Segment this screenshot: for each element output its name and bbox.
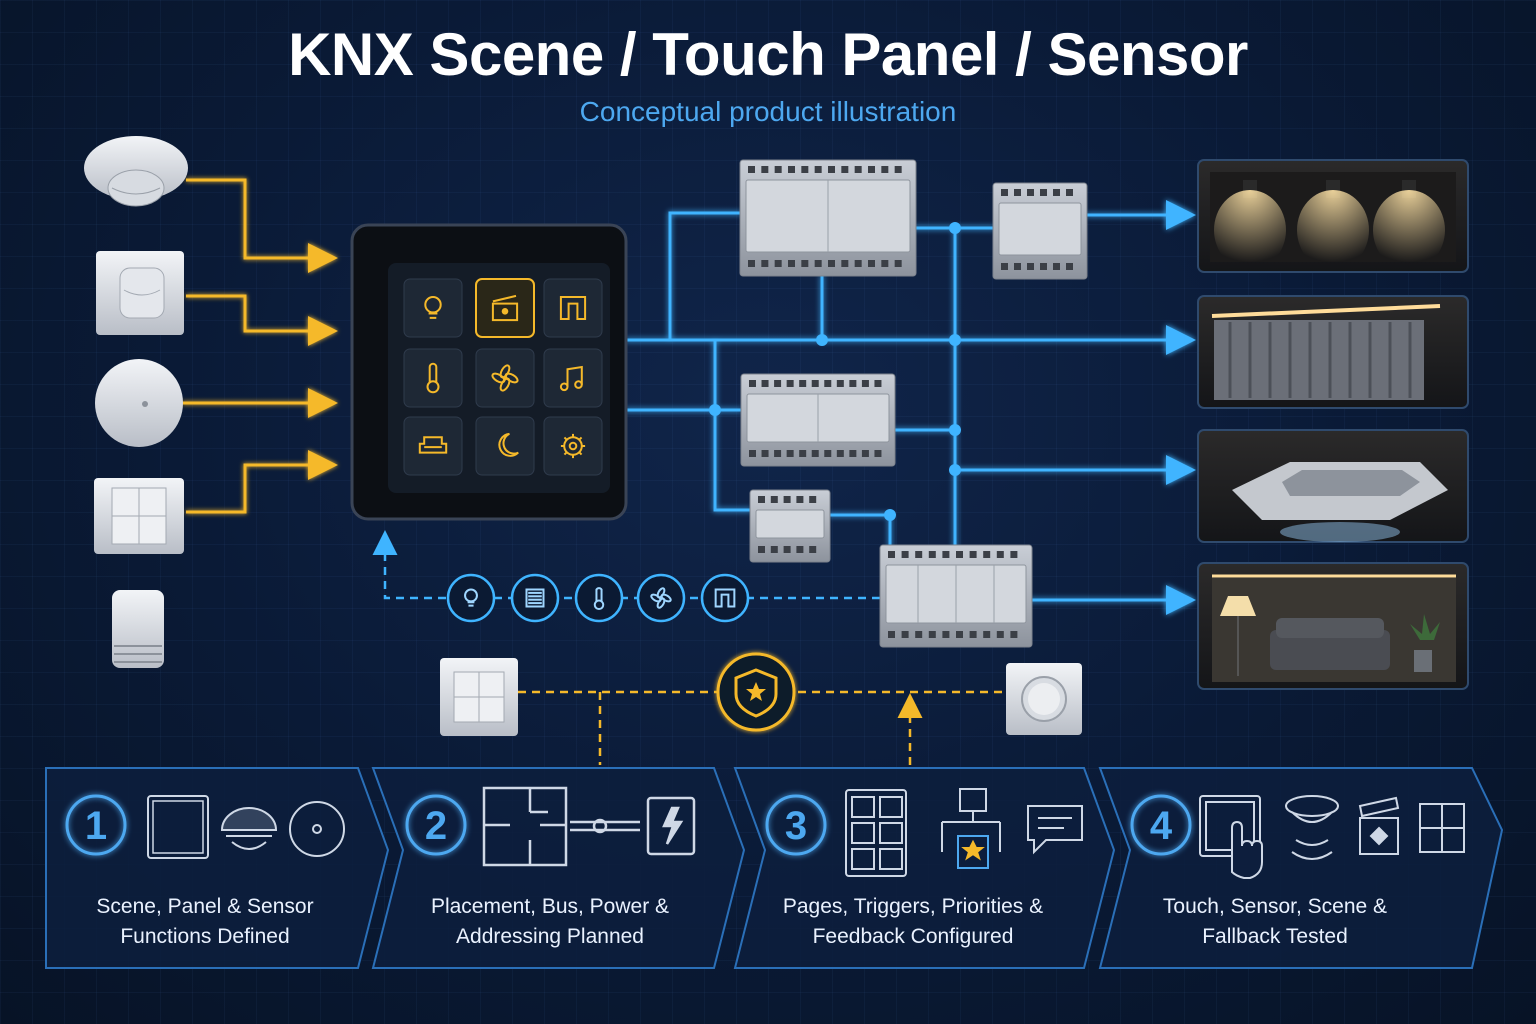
feedback-thermometer-icon: [574, 573, 624, 623]
touch-panel-outline-icon: [147, 795, 209, 859]
step-caption-2-line2: Addressing Planned: [456, 925, 644, 948]
step-caption-4: Touch, Sensor, Scene & Fallback Tested: [1125, 892, 1425, 952]
dome-sensor-icon: [220, 807, 278, 850]
feedback-chat-icon: [1027, 805, 1083, 855]
step3-icons: [845, 788, 1083, 877]
feedback-fan-icon: [636, 573, 686, 623]
step-number-3: 3: [785, 804, 807, 848]
touch-hand-icon: [1199, 795, 1263, 879]
din-actuator-2: [992, 182, 1088, 280]
panel-tile-light-bulb-icon[interactable]: [403, 278, 463, 338]
step-panels: [45, 767, 1504, 969]
panel-tile-scene-clapperboard-icon[interactable]: [475, 278, 535, 338]
spotlights-scene-icon: [1197, 159, 1469, 273]
din-actuator-3: [740, 373, 896, 467]
feedback-icon-row: [446, 573, 750, 623]
panel-tile-thermometer-icon[interactable]: [403, 348, 463, 408]
step-caption-2: Placement, Bus, Power & Addressing Plann…: [395, 892, 705, 952]
sensor-waves-icon: [1285, 795, 1339, 860]
rotary-dimmer-icon: [1006, 663, 1082, 735]
step-caption-3-line2: Feedback Configured: [812, 925, 1014, 948]
panel-tile-music-note-icon[interactable]: [543, 348, 603, 408]
step-caption-4-line1: Touch, Sensor, Scene &: [1162, 895, 1388, 918]
step-caption-1-line1: Scene, Panel & Sensor: [96, 895, 314, 918]
panel-tile-fan-icon[interactable]: [475, 348, 535, 408]
step4-icons: [1199, 795, 1465, 879]
step-panel-1: [45, 767, 390, 969]
power-supply-icon: [646, 796, 696, 856]
bus-junctions: [709, 222, 961, 521]
fallback-switch-icon: [1419, 803, 1465, 853]
step-panel-3: [733, 767, 1116, 969]
step-number-circles: [65, 794, 1192, 856]
floor-plan-icon: [482, 786, 568, 867]
step-number-1: 1: [85, 804, 107, 848]
din-actuator-5: [879, 544, 1033, 648]
step-caption-4-line2: Fallback Tested: [1202, 925, 1348, 948]
step-caption-1-line2: Functions Defined: [120, 925, 290, 948]
step-panel-2: [371, 767, 746, 969]
feedback-line: [372, 530, 880, 600]
page-title: KNX Scene / Touch Panel / Sensor: [288, 21, 1248, 88]
panel-tile-sofa-icon[interactable]: [403, 416, 463, 476]
feedback-window-shade-icon: [700, 573, 750, 623]
sensor-connections: [182, 178, 338, 514]
step1-icons: [147, 795, 345, 859]
ceiling-ac-cassette-icon: [1197, 429, 1469, 543]
page-subtitle: Conceptual product illustration: [579, 96, 957, 127]
wall-motion-sensor-icon: [96, 251, 184, 335]
living-room-scene-icon: [1197, 562, 1469, 690]
panel-tile-moon-night-icon[interactable]: [475, 416, 535, 476]
din-actuator-4: [749, 489, 831, 563]
round-sensor-icon: [95, 359, 183, 447]
din-actuator-1: [739, 159, 917, 277]
air-quality-sensor-icon: [112, 590, 164, 668]
panel-tile-settings-gear-icon[interactable]: [543, 416, 603, 476]
step-number-2: 2: [425, 804, 447, 848]
step-caption-3-line1: Pages, Triggers, Priorities &: [782, 895, 1044, 918]
round-sensor-outline-icon: [289, 801, 345, 857]
feedback-light-bulb-icon: [446, 573, 496, 623]
step-caption-3: Pages, Triggers, Priorities & Feedback C…: [758, 892, 1068, 952]
wall-switch-icon: [440, 658, 518, 736]
scene-clapperboard-outline-icon: [1358, 796, 1400, 855]
ceiling-presence-sensor-icon: [84, 136, 188, 207]
shield-star-icon: [716, 652, 796, 732]
touch-panel-tiles: [403, 278, 603, 476]
feedback-blind-icon: [510, 573, 560, 623]
step-caption-1: Scene, Panel & Sensor Functions Defined: [60, 892, 350, 952]
four-gang-push-button-icon: [94, 478, 184, 554]
curtain-scene-icon: [1197, 295, 1469, 409]
trigger-priority-icon: [941, 788, 1001, 869]
step2-icons: [482, 786, 696, 867]
panel-pages-grid-icon: [845, 789, 907, 877]
step-number-4: 4: [1150, 804, 1173, 848]
step-caption-2-line1: Placement, Bus, Power &: [430, 895, 670, 918]
bus-line-icon: [570, 818, 640, 834]
panel-tile-curtain-icon[interactable]: [543, 278, 603, 338]
